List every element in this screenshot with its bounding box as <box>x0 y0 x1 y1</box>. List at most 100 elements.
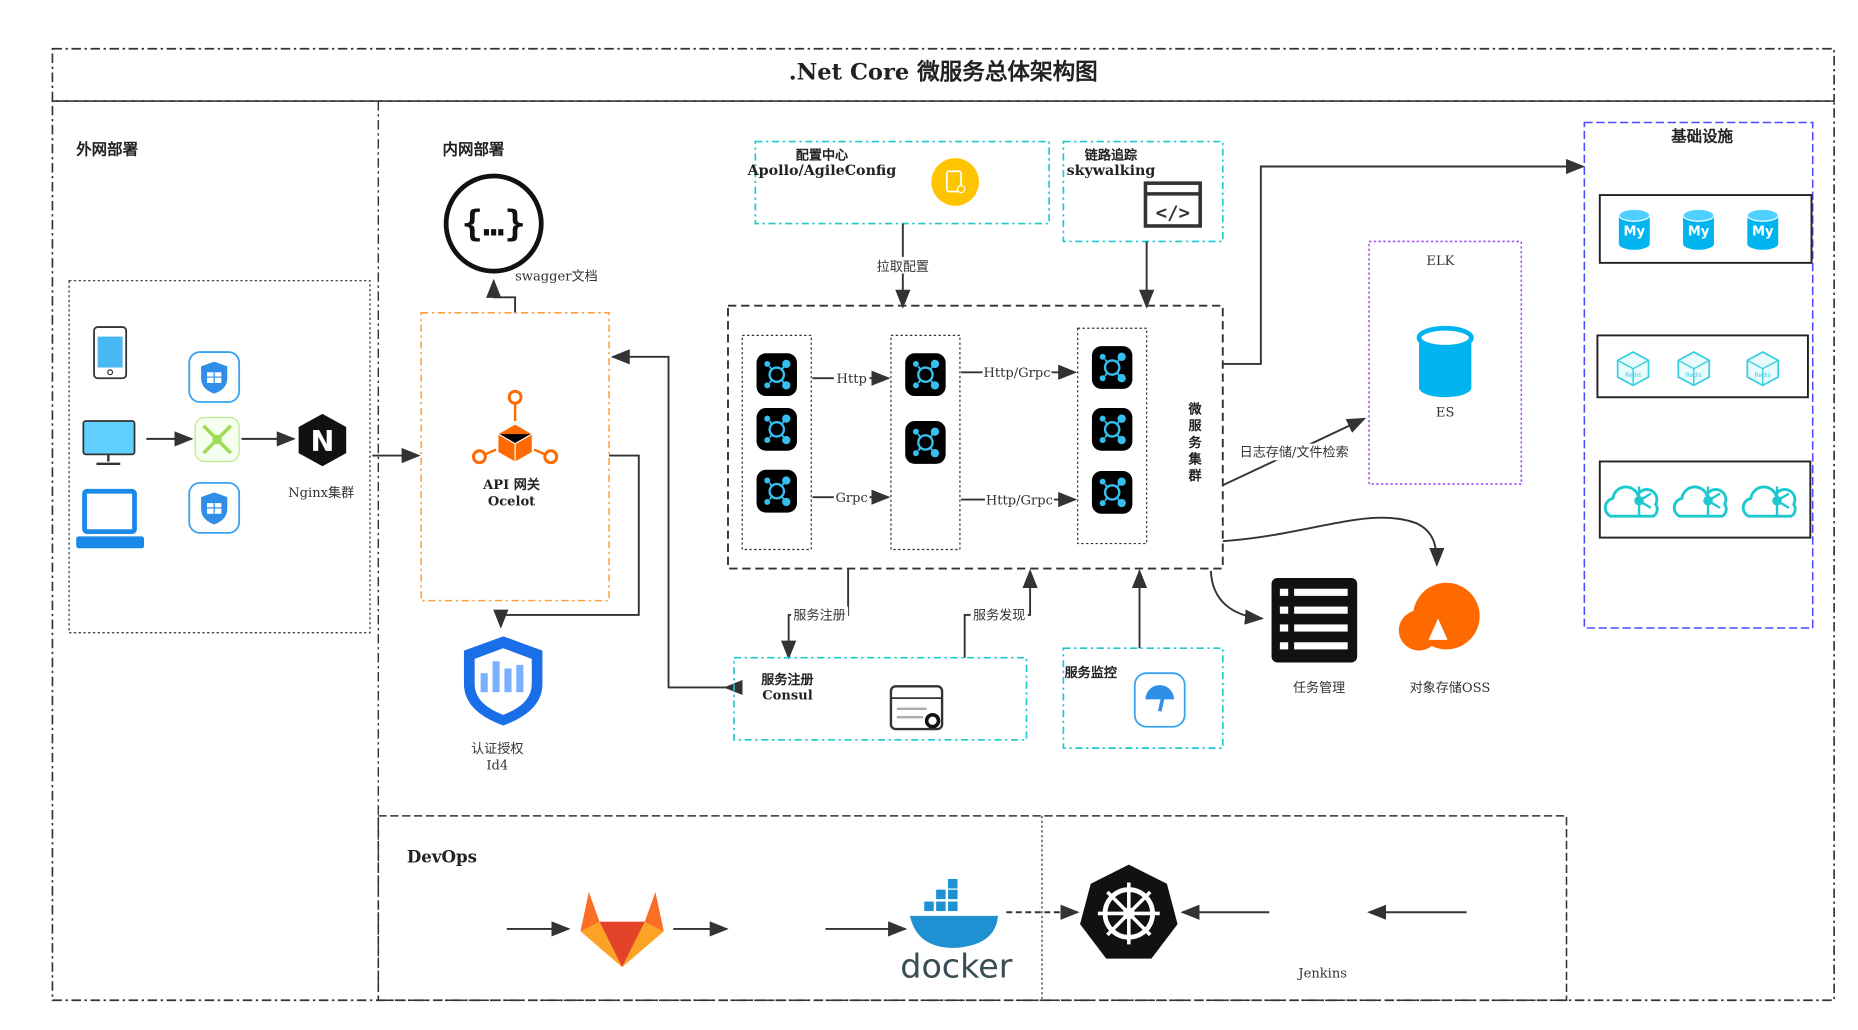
code-icon: </> <box>1143 181 1202 228</box>
tracing-label: 链路追踪 <box>1085 146 1137 163</box>
nginx-label: Nginx集群 <box>288 485 354 501</box>
svg-text:My: My <box>1624 224 1646 239</box>
swagger-icon: {…} <box>443 173 544 274</box>
svg-text:{…}: {…} <box>461 203 525 244</box>
service-group <box>1077 327 1148 545</box>
arrow <box>1209 570 1264 625</box>
monitor-label: 服务监控 <box>1065 664 1117 681</box>
edge-label: Http/Grpc <box>983 366 1050 381</box>
service-node-icon <box>1090 344 1134 391</box>
swagger-label: swagger文档 <box>515 269 598 285</box>
docker-label: docker <box>900 947 1012 986</box>
service-node-icon <box>904 419 947 466</box>
pull-config-label: 拉取配置 <box>877 259 929 275</box>
service-node-icon <box>1090 406 1134 452</box>
gateway-sublabel: Ocelot <box>488 494 535 509</box>
redis-group <box>1596 334 1809 399</box>
service-group <box>741 334 812 551</box>
cloud-service-icon <box>1603 485 1659 518</box>
register-label: 服务注册 <box>793 608 845 624</box>
phone-icon <box>93 326 128 380</box>
log-storage-label: 日志存储/文件检索 <box>1240 445 1349 461</box>
internal-label: 内网部署 <box>443 140 505 159</box>
infra-label: 基础设施 <box>1670 127 1733 146</box>
external-label: 外网部署 <box>76 140 138 159</box>
devops-label: DevOps <box>407 846 477 866</box>
edge-label: Http/Grpc <box>986 493 1053 508</box>
cloud-group <box>1598 460 1812 539</box>
load-balancer-icon <box>194 416 240 463</box>
service-node-icon <box>755 406 799 452</box>
svg-text:</>: </> <box>1156 202 1190 224</box>
discover-label: 服务发现 <box>973 608 1025 624</box>
microservice-cluster <box>727 304 1224 570</box>
monitor-box <box>1062 647 1224 749</box>
mysql-icon: My <box>1746 208 1779 251</box>
infrastructure-box <box>1583 121 1814 629</box>
service-group <box>890 334 961 551</box>
service-node-icon <box>1090 469 1134 515</box>
svg-text:Redis: Redis <box>1625 372 1641 379</box>
cloud-service-icon <box>1672 485 1728 518</box>
consul-box <box>733 656 1028 741</box>
redis-icon: Redis <box>1746 351 1780 387</box>
svg-text:My: My <box>1752 224 1774 239</box>
config-sublabel: Apollo/AgileConfig <box>747 163 897 179</box>
svg-text:My: My <box>1688 224 1710 239</box>
firewall-icon <box>188 481 241 534</box>
consul-settings-icon <box>889 685 944 731</box>
auth-sublabel: Id4 <box>486 759 508 774</box>
main-frame <box>51 100 1835 1002</box>
elk-box <box>1368 240 1523 485</box>
nginx-icon: N <box>298 413 347 467</box>
arrow <box>486 278 517 313</box>
arrow <box>1222 516 1445 567</box>
auth-label: 认证授权 <box>471 740 523 757</box>
kubernetes-icon <box>1080 864 1178 959</box>
redis-icon: Redis <box>1616 351 1650 387</box>
es-label: ES <box>1436 405 1455 420</box>
service-node-icon <box>755 352 799 398</box>
client-group <box>68 280 371 634</box>
consul-sublabel: Consul <box>762 688 813 703</box>
cluster-label: 微服务集群 <box>1186 401 1203 486</box>
tracing-box <box>1062 140 1224 243</box>
gateway-icon <box>471 389 559 465</box>
service-node-icon <box>904 352 947 398</box>
edge-label: Http <box>837 372 867 387</box>
firewall-icon <box>188 351 241 403</box>
redis-icon: Redis <box>1677 351 1711 387</box>
service-node-icon <box>755 468 799 514</box>
svg-text:N: N <box>310 425 334 458</box>
arrow <box>1222 158 1586 365</box>
svg-text:Redis: Redis <box>1755 372 1771 379</box>
diagram-title: .Net Core 微服务总体架构图 <box>789 59 1098 86</box>
auth-shield-icon <box>463 636 543 726</box>
desktop-icon <box>82 420 136 466</box>
config-label: 配置中心 <box>796 146 848 163</box>
tracing-sublabel: skywalking <box>1067 163 1156 179</box>
gitlab-icon <box>580 892 664 967</box>
task-label: 任务管理 <box>1293 680 1345 696</box>
consul-gateway-link <box>610 349 743 696</box>
laptop-icon <box>76 488 145 549</box>
consul-label: 服务注册 <box>761 671 813 688</box>
docker-icon <box>909 878 998 948</box>
cloud-service-icon <box>1741 485 1797 518</box>
mysql-icon: My <box>1682 208 1715 251</box>
elk-label: ELK <box>1426 254 1454 269</box>
jenkins-label: Jenkins <box>1296 967 1347 982</box>
devops-box <box>377 815 1568 1002</box>
oss-icon <box>1398 582 1480 651</box>
mysql-icon: My <box>1618 208 1651 251</box>
gateway-box <box>420 312 610 602</box>
task-management-icon <box>1271 578 1358 663</box>
gateway-label: API 网关 <box>482 476 541 493</box>
svg-text:Redis: Redis <box>1686 372 1702 379</box>
database-icon <box>1416 325 1474 398</box>
edge-label: Grpc <box>835 491 867 506</box>
monitor-icon <box>1133 672 1186 728</box>
oss-label: 对象存储OSS <box>1410 680 1491 696</box>
config-icon <box>931 158 979 206</box>
